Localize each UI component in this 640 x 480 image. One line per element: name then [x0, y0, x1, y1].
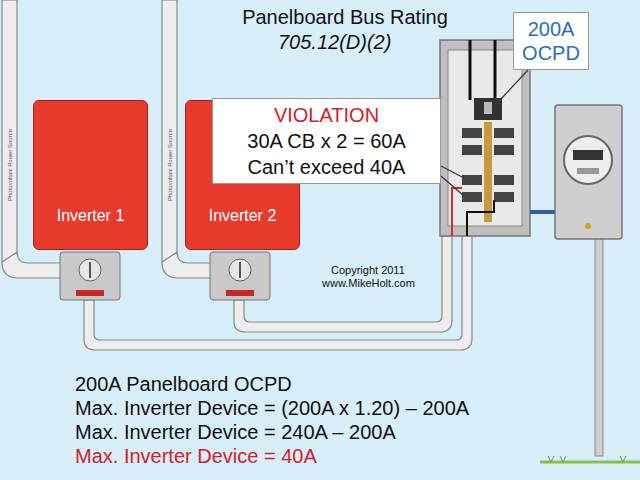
- node-text: 200A OCPD: [519, 17, 583, 65]
- copyright: Copyright 2011: [331, 264, 405, 276]
- node-text: Inverter 2: [209, 207, 277, 225]
- copyright: www.MikeHolt.com: [322, 277, 415, 289]
- calc-result: Max. Inverter Device = 40A: [75, 445, 317, 468]
- conduit-label: Photovoltaic Power Source: [7, 129, 13, 201]
- node-text: VIOLATION: [274, 102, 379, 128]
- conduit-label: Photovoltaic Power Source: [167, 129, 173, 201]
- calc-line: Max. Inverter Device = 240A – 200A: [75, 421, 396, 444]
- code-reference: 705.12(D)(2): [278, 31, 391, 54]
- meter: [540, 105, 640, 462]
- node-text: Can’t exceed 40A: [248, 154, 406, 180]
- violation-callout: VIOLATION30A CB x 2 = 60ACan’t exceed 40…: [212, 98, 441, 184]
- calc-line: Max. Inverter Device = (200A x 1.20) – 2…: [75, 397, 469, 420]
- disconnect-switch: [60, 252, 270, 300]
- node-text: 30A CB x 2 = 60A: [247, 128, 405, 154]
- node-text: Inverter 1: [57, 207, 125, 225]
- inverter-box: Inverter 1: [33, 100, 148, 250]
- conduit: [2, 0, 472, 350]
- leader-line: [441, 70, 528, 196]
- calc-line: 200A Panelboard OCPD: [75, 373, 292, 396]
- callout-box: 200A OCPD: [513, 12, 589, 70]
